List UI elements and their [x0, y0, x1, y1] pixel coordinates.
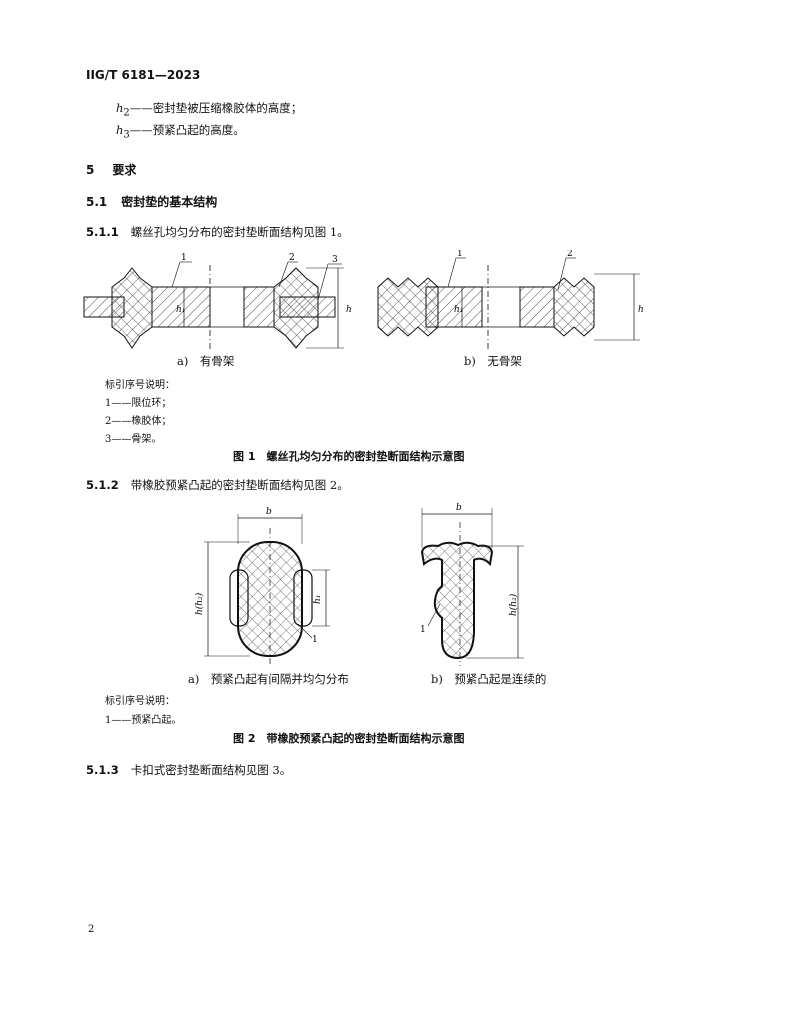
fig1a-left-section [83, 267, 211, 349]
fig1b-right-section [519, 277, 595, 337]
clause-text: 卡扣式密封垫断面结构见图 3。 [130, 763, 292, 777]
fig2-callout-1b: 1 [420, 625, 426, 635]
figure-2-drawing: b h(h₂) h₁ 1 b h(h₂) 1 [194, 503, 524, 666]
fig1-callout-3a: 3 [332, 255, 338, 265]
fig1a-dim-h: h [346, 305, 352, 315]
fig1a-right-section [243, 267, 336, 349]
figure-1b-subcaption: b) 无骨架 [464, 354, 522, 368]
fig2b-section [420, 541, 494, 660]
fig2-callout-1a: 1 [312, 635, 318, 645]
section-title: 密封垫的基本结构 [121, 195, 218, 209]
fig2a-dim-hh2: h(h₂) [194, 592, 205, 615]
fig1b-dim-h1: h₁ [454, 305, 463, 315]
figure-1-legend-item: 2——橡胶体； [105, 416, 172, 427]
fig2b-dim-hh2: h(h₂) [508, 593, 519, 616]
figure-1-caption: 图 1 螺丝孔均匀分布的密封垫断面结构示意图 [233, 450, 465, 463]
fig2b-dim-b: b [456, 503, 462, 513]
figure-1-legend-title: 标引序号说明： [105, 380, 175, 391]
clause-text: 螺丝孔均匀分布的密封垫断面结构见图 1。 [130, 225, 349, 239]
fig1-callout-2a: 2 [289, 253, 295, 263]
clause-number: 5.1.2 [86, 478, 119, 492]
fig1b-dim-h: h [638, 305, 644, 315]
running-header: IIG/T 6181—2023 [86, 68, 201, 82]
clause-text: 带橡胶预紧凸起的密封垫断面结构见图 2。 [130, 478, 349, 492]
clause-5-1-1: 5.1.1 螺丝孔均匀分布的密封垫断面结构见图 1。 [86, 224, 349, 240]
definition-symbol: h [116, 123, 124, 137]
figure-2-caption: 图 2 带橡胶预紧凸起的密封垫断面结构示意图 [233, 732, 465, 745]
section-title: 要求 [112, 163, 137, 177]
figure-1-legend-item: 1——限位环； [105, 398, 172, 409]
definition-h2: h2——密封垫被压缩橡胶体的高度； [116, 100, 302, 118]
page-number: 2 [88, 924, 95, 935]
clause-number: 5.1.1 [86, 225, 119, 239]
figure-2a-subcaption: a) 预紧凸起有间隔并均匀分布 [188, 672, 349, 686]
clause-number: 5.1.3 [86, 763, 119, 777]
section-5-1-heading: 5.1 密封垫的基本结构 [86, 193, 217, 210]
definition-subscript: 2 [123, 107, 130, 119]
fig2a-section [229, 541, 313, 657]
fig1b-left-section [377, 277, 483, 337]
fig2a-dim-b: b [266, 507, 272, 517]
fig1-callout-1b: 1 [457, 250, 463, 259]
section-5-heading: 5 要求 [86, 161, 136, 178]
section-number: 5 [86, 163, 95, 177]
definition-subscript: 3 [123, 129, 130, 141]
definition-text: ——预紧凸起的高度。 [129, 123, 245, 137]
definition-text: ——密封垫被压缩橡胶体的高度； [129, 101, 303, 115]
fig1-callout-1a: 1 [181, 253, 187, 263]
figure-1a-subcaption: a) 有骨架 [177, 354, 235, 368]
definition-h3: h3——预紧凸起的高度。 [116, 122, 245, 140]
definition-symbol: h [116, 101, 124, 115]
figure-1-legend-item: 3——骨架。 [105, 434, 162, 445]
figure-2-legend-title: 标引序号说明： [105, 696, 175, 707]
clause-5-1-3: 5.1.3 卡扣式密封垫断面结构见图 3。 [86, 762, 291, 778]
clause-5-1-2: 5.1.2 带橡胶预紧凸起的密封垫断面结构见图 2。 [86, 477, 349, 493]
figure-2-legend-item: 1——预紧凸起。 [105, 715, 182, 726]
figure-2b-subcaption: b) 预紧凸起是连续的 [431, 672, 547, 686]
fig2a-dim-h1: h₁ [313, 595, 323, 604]
section-number: 5.1 [86, 195, 108, 209]
fig1a-dim-h1: h₁ [176, 305, 185, 315]
fig1-callout-2b: 2 [567, 250, 573, 259]
figure-1-drawing: h₁ h 1 2 3 h₁ h 1 2 [83, 250, 644, 350]
